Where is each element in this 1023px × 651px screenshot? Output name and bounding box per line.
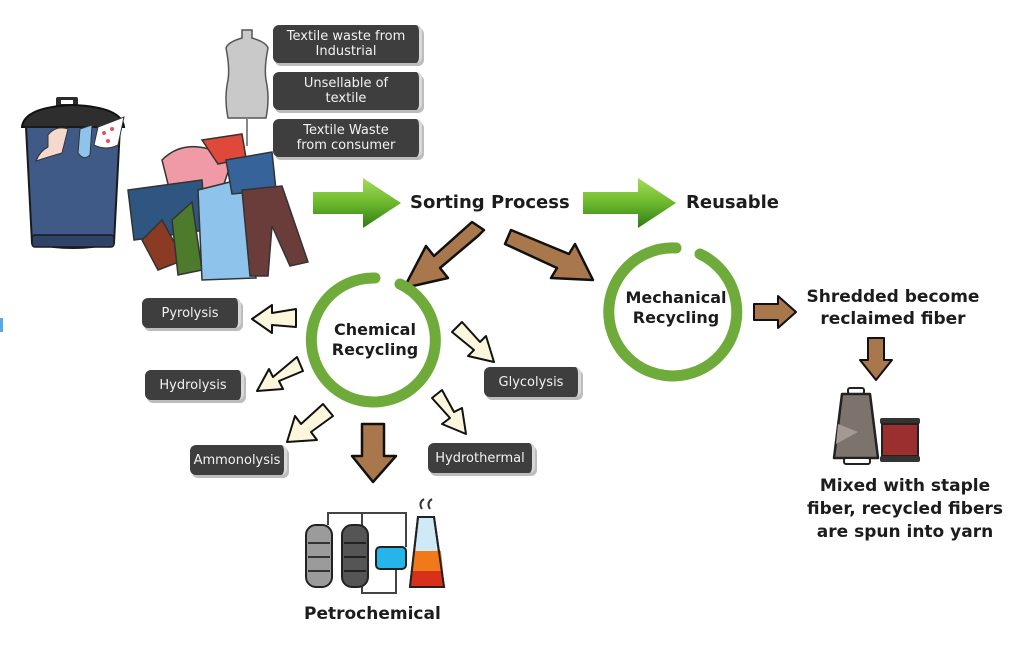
brown-arrow-to-petrochemical — [350, 422, 398, 484]
method-hydrolysis: Hydrolysis — [145, 370, 244, 400]
cream-arrow-glycolysis — [451, 321, 495, 363]
source-label-consumer: Textile Waste from consumer — [273, 119, 422, 157]
spun-yarn-label: Mixed with staple fiber, recycled fibers… — [807, 476, 1003, 542]
method-glycolysis: Glycolysis — [484, 367, 581, 397]
petrochemical-label: Petrochemical — [304, 604, 441, 624]
method-hydrothermal: Hydrothermal — [428, 443, 535, 473]
trash-can-icon — [20, 97, 126, 249]
yarn-spools-icon — [832, 387, 920, 465]
brown-arrow-to-shredded — [753, 295, 797, 329]
cream-arrow-hydrolysis — [256, 356, 304, 392]
cream-arrow-hydrothermal — [431, 389, 467, 435]
brown-arrow-to-yarn — [859, 337, 893, 381]
edge-mark — [0, 318, 3, 332]
cream-arrow-pyrolysis — [251, 304, 297, 334]
shredded-fiber-label: Shredded become reclaimed fiber — [806, 287, 980, 329]
mechanical-recycling-ring — [603, 242, 743, 382]
reusable-label: Reusable — [686, 192, 780, 213]
method-pyrolysis: Pyrolysis — [142, 298, 241, 328]
cream-arrow-ammonolysis — [286, 403, 334, 443]
sorting-process-label: Sorting Process — [410, 192, 570, 213]
brown-arrow-to-mechanical — [503, 228, 595, 282]
green-arrow-to-sorting — [313, 178, 401, 228]
mannequin-icon — [225, 29, 269, 146]
chemical-recycling-ring — [305, 272, 441, 408]
mechanical-recycling-title: Mechanical Recycling — [625, 288, 727, 327]
chemical-recycling-title: Chemical Recycling — [331, 320, 419, 359]
method-ammonolysis: Ammonolysis — [190, 445, 287, 475]
petrochemical-plant-icon — [305, 498, 446, 594]
clothes-pile-icon — [127, 133, 309, 281]
source-label-industrial: Textile waste from Industrial — [273, 25, 422, 63]
source-label-unsellable: Unsellable of textile — [273, 72, 422, 110]
green-arrow-to-reusable — [583, 178, 676, 228]
